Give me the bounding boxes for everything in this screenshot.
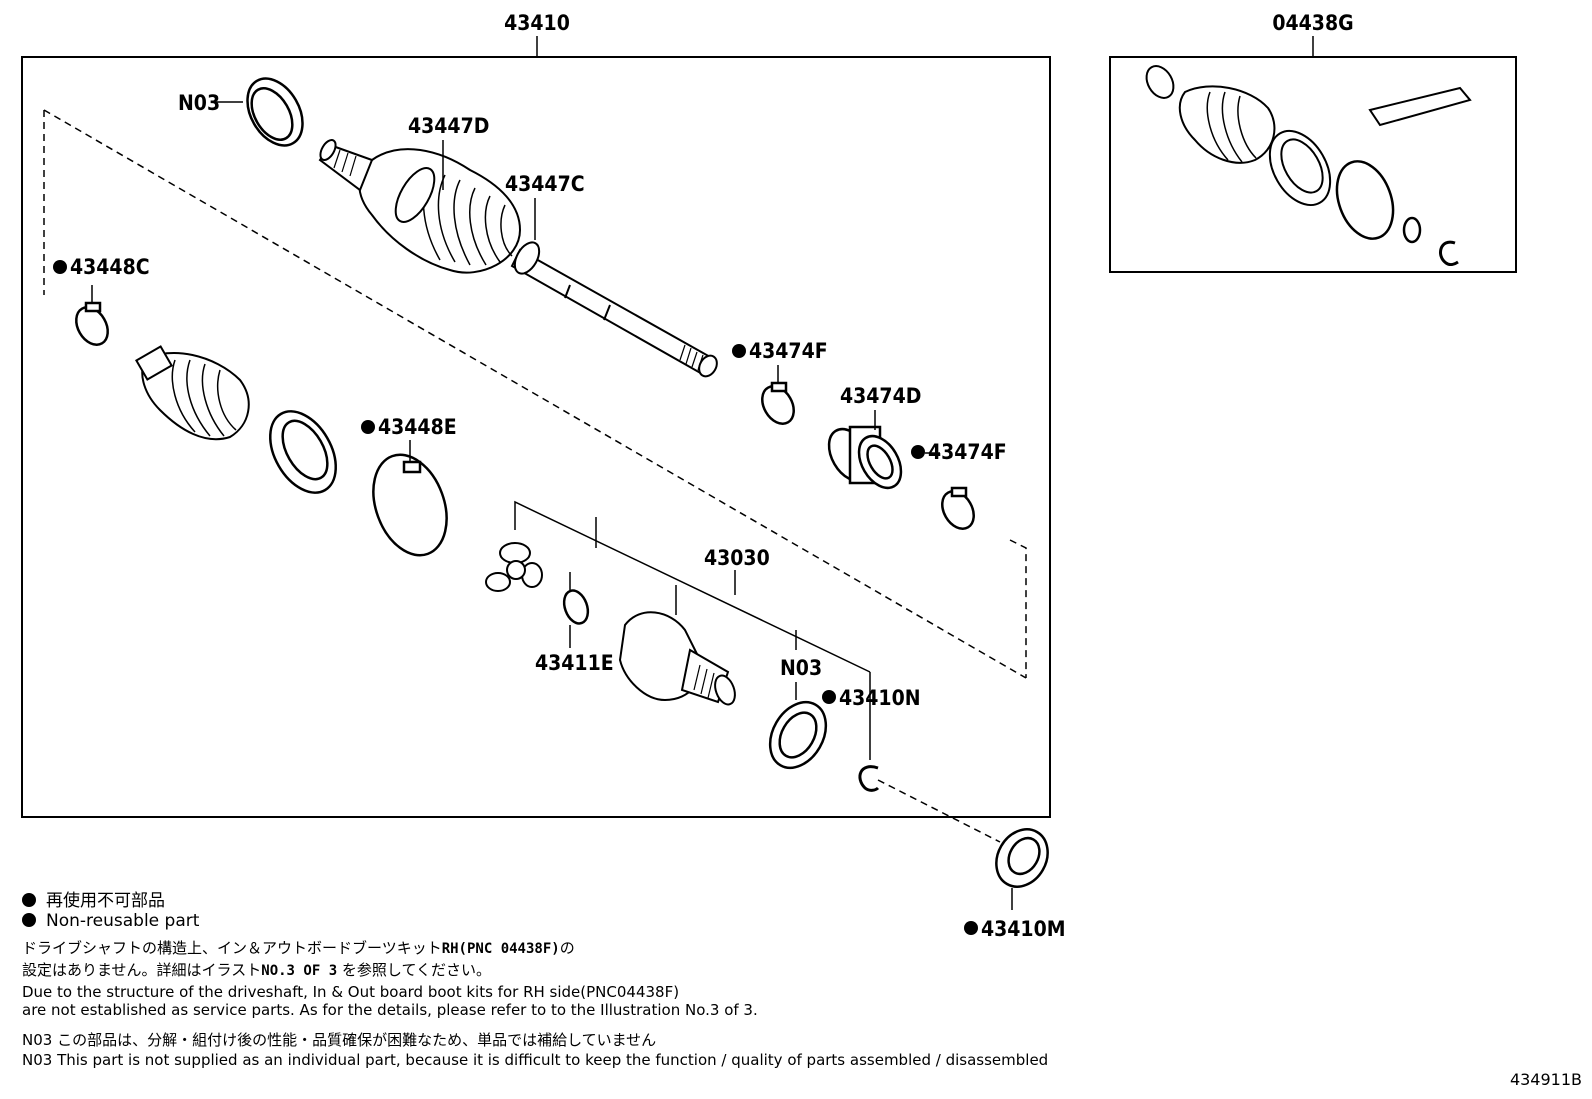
snap-ring-43411E: [562, 589, 590, 625]
clamp-43474F-a: [761, 381, 795, 425]
legend-en: Non-reusable part: [22, 911, 199, 931]
n03-seal-top: [246, 77, 304, 147]
label-43448C: 43448C: [70, 255, 150, 279]
label-n03-top: N03: [178, 91, 220, 115]
note-jp-line2: 設定はありません。詳細はイラストNO.3 OF 3 を参照してください。: [22, 961, 491, 980]
nonreusable-marker: [732, 344, 746, 358]
damper-43474D: [827, 425, 903, 490]
clip-43410N: [858, 765, 880, 792]
label-43474F-a: 43474F: [749, 339, 828, 363]
legend-jp-text: 再使用不可部品: [46, 891, 165, 911]
driveshaft-drawing: [318, 139, 718, 378]
clamp-43448E: [372, 453, 448, 557]
note-en-line1: Due to the structure of the driveshaft, …: [22, 983, 680, 1001]
nonreusable-marker: [361, 420, 375, 434]
outer-boot: [135, 345, 250, 441]
label-43474F-b: 43474F: [928, 440, 1007, 464]
note-n03-en: N03 This part is not supplied as an indi…: [22, 1051, 1049, 1069]
nonreusable-marker: [53, 260, 67, 274]
group-label-43410: 43410: [504, 11, 570, 35]
label-n03-mid: N03: [780, 656, 822, 680]
label-43030: 43030: [704, 546, 770, 570]
note-jp-line1: ドライブシャフトの構造上、イン＆アウトボードブーツキットRH(PNC 04438…: [22, 939, 575, 958]
clamp-43474F-b: [941, 486, 975, 530]
nonreusable-marker: [964, 921, 978, 935]
note-jp2-suffix: を参照してください。: [341, 961, 492, 979]
label-43447C: 43447C: [505, 172, 585, 196]
label-43411E: 43411E: [535, 651, 614, 675]
nonreusable-marker: [822, 690, 836, 704]
note-jp2-code: NO.3 OF 3: [261, 963, 338, 979]
kit-drawing: [1145, 65, 1472, 267]
tripod-joint: [485, 542, 543, 592]
label-43410M: 43410M: [981, 917, 1066, 941]
label-43474D: 43474D: [840, 384, 921, 408]
group-label-04438G: 04438G: [1272, 11, 1353, 35]
inner-joint-bracket: [514, 500, 871, 760]
illustration-id: 434911B: [1509, 1070, 1582, 1089]
note-jp2-text: 設定はありません。詳細はイラスト: [22, 961, 262, 979]
note-en-line2: are not established as service parts. As…: [22, 1001, 758, 1019]
n03-washer-mid: [768, 700, 828, 770]
bullet-icon: [22, 913, 36, 927]
dashed-guide-lines: [43, 109, 1027, 843]
legend-en-text: Non-reusable part: [46, 911, 200, 931]
label-43410N: 43410N: [839, 686, 921, 710]
oil-seal-43410M: [995, 828, 1049, 888]
note-jp1-text: ドライブシャフトの構造上、イン＆アウトボードブーツキット: [22, 939, 442, 957]
main-assembly-frame: [21, 56, 1051, 818]
clamp-43448C: [75, 301, 109, 346]
legend-jp: 再使用不可部品: [22, 886, 165, 911]
joint-housing: [269, 410, 337, 494]
note-jp1-suffix: の: [559, 939, 575, 957]
nonreusable-marker: [911, 445, 925, 459]
note-jp1-code: RH(PNC 04438F): [441, 941, 560, 957]
bullet-icon: [22, 893, 36, 907]
note-n03-jp: N03 この部品は、分解・組付け後の性能・品質確保が困難なため、単品では補給して…: [22, 1031, 657, 1049]
inner-housing: [618, 611, 736, 706]
label-43447D: 43447D: [408, 114, 489, 138]
label-43448E: 43448E: [378, 415, 457, 439]
